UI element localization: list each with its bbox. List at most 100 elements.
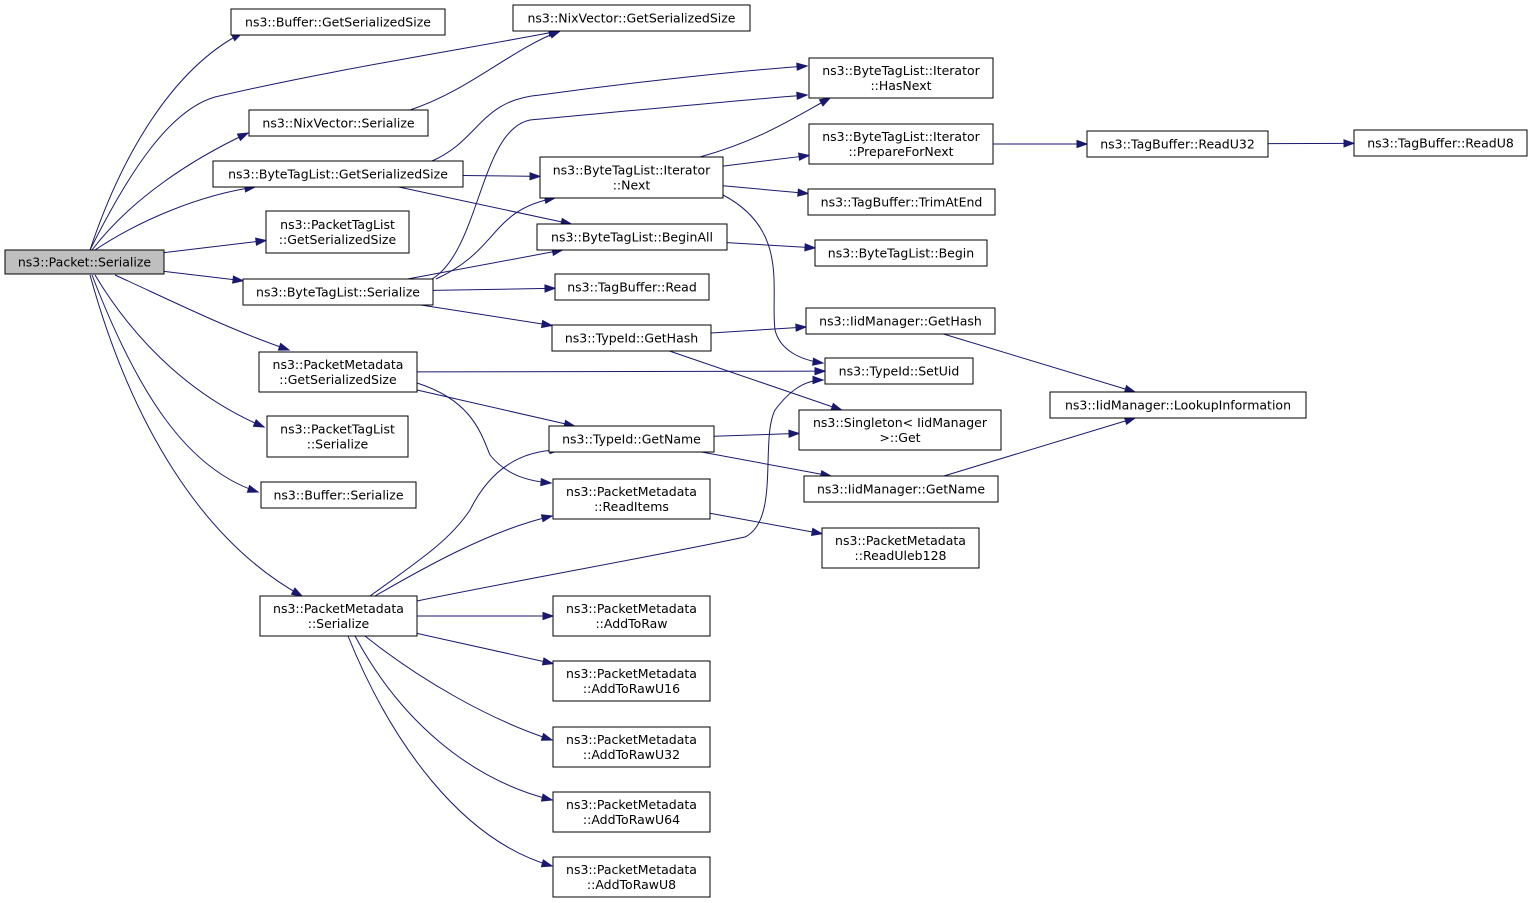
node-label: ns3::TagBuffer::ReadU8 <box>1367 136 1514 151</box>
node-label: ns3::ByteTagList::Begin <box>828 246 974 261</box>
edge-bytetaglist_serialize-to-tagbuffer_read <box>432 287 556 291</box>
node-box <box>259 595 418 637</box>
node-buffer_serialize[interactable]: ns3::Buffer::Serialize <box>260 481 417 509</box>
node-bytetaglist_serialize[interactable]: ns3::ByteTagList::Serialize <box>242 278 434 306</box>
node-singleton_get[interactable]: ns3::Singleton< IidManager >::Get <box>798 409 1002 451</box>
node-bytetaglist_beginall[interactable]: ns3::ByteTagList::BeginAll <box>536 223 728 251</box>
node-label: ns3::PacketMetadata <box>273 357 404 372</box>
edge-iterator_next-to-tagbuffer_trimatend <box>722 185 809 195</box>
node-label: ns3::PacketTagList <box>280 217 395 232</box>
node-tagbuffer_read[interactable]: ns3::TagBuffer::Read <box>554 273 710 301</box>
node-label: ::AddToRawU64 <box>583 812 680 827</box>
arrowhead-packetmetadata_addtorawu16 <box>541 657 555 666</box>
arrowhead-typeid_setuid <box>814 366 827 376</box>
node-nixvector_getserializedsize[interactable]: ns3::NixVector::GetSerializedSize <box>512 4 751 32</box>
node-label: ns3::IidManager::GetName <box>817 482 985 497</box>
node-packetmetadata_addtoraw[interactable]: ns3::PacketMetadata::AddToRaw <box>552 595 711 637</box>
node-tagbuffer_readu32[interactable]: ns3::TagBuffer::ReadU32 <box>1086 130 1269 158</box>
node-iterator_preparefornext[interactable]: ns3::ByteTagList::Iterator::PrepareForNe… <box>808 123 994 165</box>
node-packetmetadata_getserializedsize[interactable]: ns3::PacketMetadata::GetSerializedSize <box>258 351 418 393</box>
node-box <box>807 188 996 216</box>
node-box <box>552 791 711 833</box>
node-label: ns3::PacketMetadata <box>566 732 697 747</box>
node-label: ns3::PacketMetadata <box>566 484 697 499</box>
node-packetmetadata_addtorawu32[interactable]: ns3::PacketMetadata::AddToRawU32 <box>552 726 711 768</box>
node-box <box>552 478 711 520</box>
node-label: ns3::ByteTagList::Iterator <box>822 63 980 78</box>
node-iterator_next[interactable]: ns3::ByteTagList::Iterator::Next <box>539 156 724 199</box>
node-box <box>266 415 409 458</box>
node-iidmanager_getname[interactable]: ns3::IidManager::GetName <box>803 475 999 503</box>
node-bytetaglist_begin[interactable]: ns3::ByteTagList::Begin <box>814 239 988 267</box>
node-box <box>808 57 994 99</box>
node-label: ::Serialize <box>308 616 370 631</box>
node-packetmetadata_serialize[interactable]: ns3::PacketMetadata::Serialize <box>259 595 418 637</box>
edge-packet_serialize-to-nixvector_getserializedsize <box>89 30 560 251</box>
arrowhead-iidmanager_lookupinformation <box>1123 417 1137 426</box>
node-box <box>212 160 464 188</box>
node-box <box>248 109 429 137</box>
node-box <box>536 223 728 251</box>
arrowhead-typeid_gethash <box>540 319 554 329</box>
node-packet_serialize[interactable]: ns3::Packet::Serialize <box>4 249 165 275</box>
arrowhead-tagbuffer_readu32 <box>1076 139 1089 149</box>
arrowhead-iidmanager_gethash <box>795 323 808 332</box>
node-label: ns3::Buffer::Serialize <box>273 488 403 503</box>
node-packetmetadata_addtorawu64[interactable]: ns3::PacketMetadata::AddToRawU64 <box>552 791 711 833</box>
node-box <box>1353 129 1528 157</box>
edge-packetmetadata_serialize-to-packetmetadata_addtorawu8 <box>347 635 553 867</box>
node-label: ::AddToRaw <box>595 616 667 631</box>
arrowhead-packetmetadata_addtorawu8 <box>540 859 554 868</box>
node-label: ::AddToRawU8 <box>587 877 676 892</box>
edge-typeid_gethash-to-singleton_get <box>669 350 842 411</box>
node-box <box>798 409 1002 451</box>
node-packetmetadata_addtorawu8[interactable]: ns3::PacketMetadata::AddToRawU8 <box>552 856 711 898</box>
node-packetmetadata_readitems[interactable]: ns3::PacketMetadata::ReadItems <box>552 478 711 520</box>
node-box <box>1049 391 1307 419</box>
node-label: ns3::PacketMetadata <box>273 601 404 616</box>
node-buffer_getserializedsize[interactable]: ns3::Buffer::GetSerializedSize <box>230 8 446 36</box>
node-tagbuffer_readu8[interactable]: ns3::TagBuffer::ReadU8 <box>1353 129 1528 157</box>
edge-bytetaglist_getserializedsize-to-iterator_next <box>462 174 541 177</box>
node-label: ::PrepareForNext <box>848 144 953 159</box>
node-nixvector_serialize[interactable]: ns3::NixVector::Serialize <box>248 109 429 137</box>
edge-packet_serialize-to-packetmetadata_getserializedsize <box>114 274 290 351</box>
edge-packetmetadata_serialize-to-typeid_setuid <box>416 379 824 602</box>
arrowhead-iterator_hasnext <box>818 97 832 107</box>
node-iterator_hasnext[interactable]: ns3::ByteTagList::Iterator::HasNext <box>808 57 994 99</box>
node-tagbuffer_trimatend[interactable]: ns3::TagBuffer::TrimAtEnd <box>807 188 996 216</box>
arrowhead-packettaglist_serialize <box>252 419 266 428</box>
arrowhead-bytetaglist_serialize <box>232 275 245 284</box>
node-packetmetadata_addtorawu16[interactable]: ns3::PacketMetadata::AddToRawU16 <box>552 660 711 702</box>
node-label: ns3::TagBuffer::TrimAtEnd <box>821 195 983 210</box>
node-box <box>551 324 712 352</box>
node-box <box>814 239 988 267</box>
arrowhead-packetmetadata_addtorawu64 <box>540 793 554 802</box>
node-typeid_gethash[interactable]: ns3::TypeId::GetHash <box>551 324 712 352</box>
arrowhead-packetmetadata_addtoraw <box>542 611 555 621</box>
node-label: ns3::TypeId::SetUid <box>839 364 960 379</box>
node-bytetaglist_getserializedsize[interactable]: ns3::ByteTagList::GetSerializedSize <box>212 160 464 188</box>
arrowhead-nixvector_serialize <box>236 132 250 142</box>
arrowhead-packetmetadata_readitems <box>540 514 554 523</box>
edge-packet_serialize-to-bytetaglist_serialize <box>163 270 244 282</box>
arrowhead-iterator_hasnext <box>796 91 809 100</box>
node-iidmanager_lookupinformation[interactable]: ns3::IidManager::LookupInformation <box>1049 391 1307 419</box>
node-packettaglist_getserializedsize[interactable]: ns3::PacketTagList::GetSerializedSize <box>265 210 410 254</box>
arrowhead-singleton_get <box>788 429 801 438</box>
node-iidmanager_gethash[interactable]: ns3::IidManager::GetHash <box>805 307 996 335</box>
node-typeid_getname[interactable]: ns3::TypeId::GetName <box>548 425 715 453</box>
arrowhead-iidmanager_lookupinformation <box>1123 384 1137 393</box>
node-label: ns3::Packet::Serialize <box>18 255 152 270</box>
node-label: ::HasNext <box>870 78 931 93</box>
node-typeid_setuid[interactable]: ns3::TypeId::SetUid <box>824 357 974 385</box>
node-label: ::AddToRawU32 <box>583 747 680 762</box>
edge-packet_serialize-to-packettaglist_getserializedsize <box>163 239 267 254</box>
node-label: ::ReadItems <box>594 499 669 514</box>
node-packetmetadata_readuleb128[interactable]: ns3::PacketMetadata::ReadUleb128 <box>821 527 980 569</box>
node-label: ns3::PacketMetadata <box>566 666 697 681</box>
node-label: ns3::TagBuffer::Read <box>567 280 697 295</box>
node-packettaglist_serialize[interactable]: ns3::PacketTagList::Serialize <box>266 415 409 458</box>
edge-bytetaglist_getserializedsize-to-bytetaglist_beginall <box>398 186 572 225</box>
